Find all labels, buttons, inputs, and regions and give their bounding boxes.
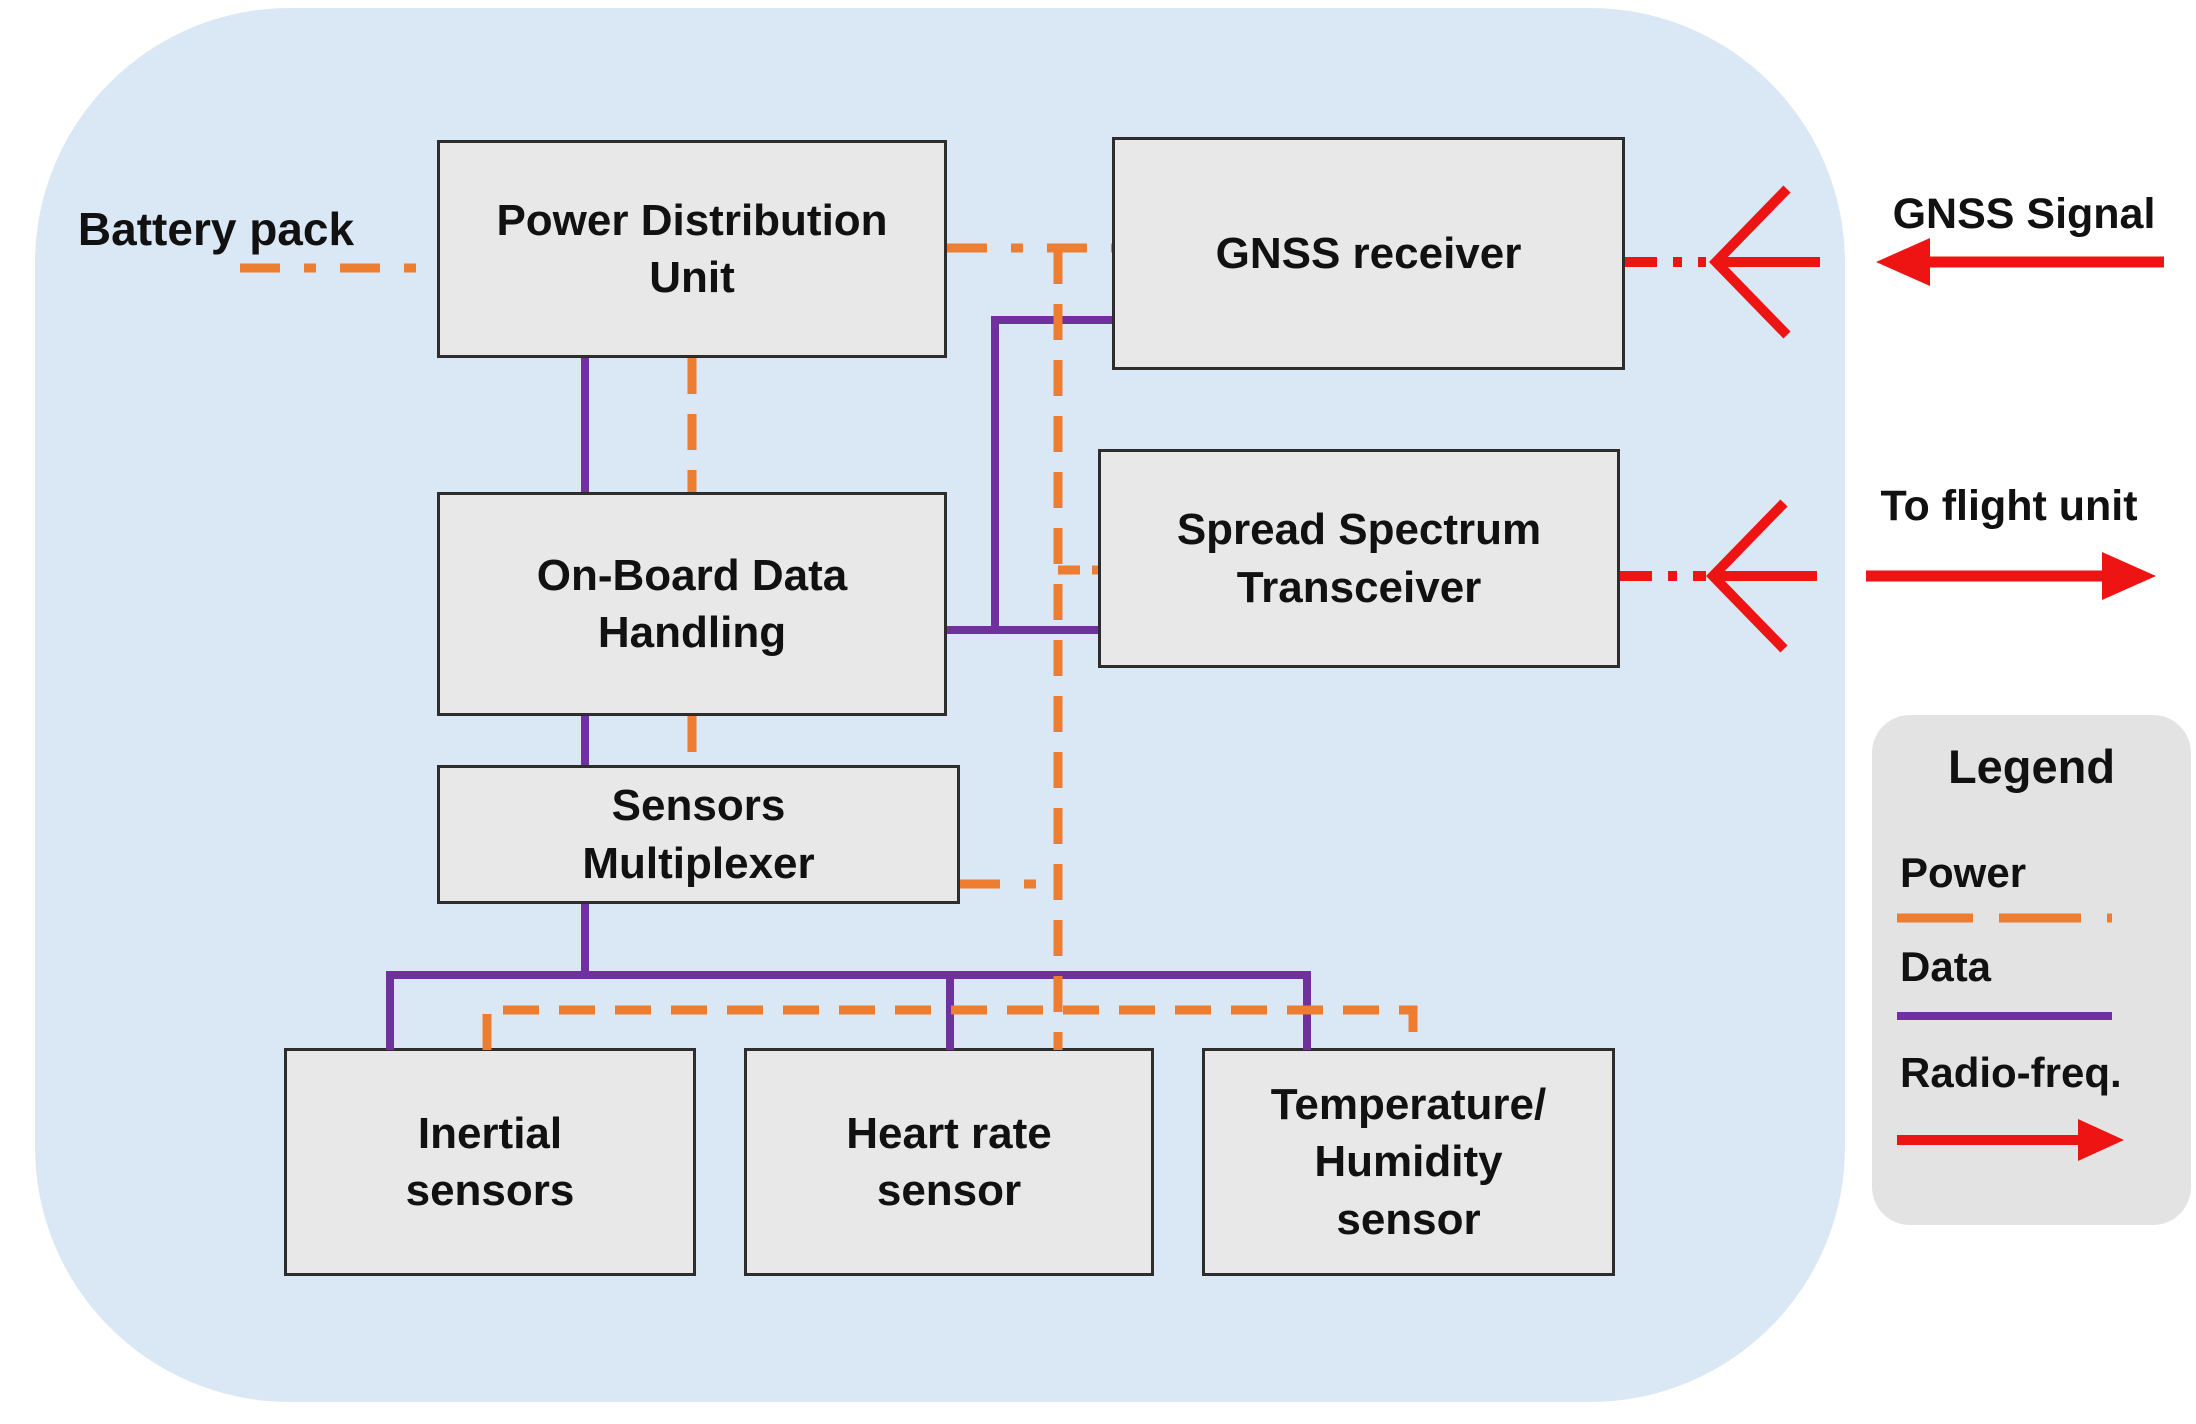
legend-radio-freq-label: Radio-freq. <box>1900 1049 2122 1096</box>
sensors-multiplexer-box: Sensors Multiplexer <box>437 765 960 904</box>
temperature-humidity-sensor-label: Temperature/ Humidity sensor <box>1270 1080 1547 1244</box>
onboard-data-handling-box: On-Board Data Handling <box>437 492 947 716</box>
inertial-sensors-box: Inertial sensors <box>284 1048 696 1276</box>
gnss-signal-label: GNSS Signal <box>1892 190 2156 238</box>
legend-title: Legend <box>1947 740 2116 793</box>
onboard-data-handling-label: On-Board Data Handling <box>536 550 848 657</box>
legend-radio-arrowhead-icon <box>2078 1119 2124 1161</box>
gnss-signal-arrowhead-icon <box>1876 238 1930 286</box>
legend-data-label: Data <box>1900 943 1992 990</box>
spread-spectrum-transceiver-box: Spread Spectrum Transceiver <box>1098 449 1620 668</box>
data-wire-obdh-to-gnss <box>991 316 1112 630</box>
legend-power-label: Power <box>1900 849 2027 896</box>
temperature-humidity-sensor-box: Temperature/ Humidity sensor <box>1202 1048 1615 1276</box>
inertial-sensors-label: Inertial sensors <box>405 1108 575 1215</box>
gnss-receiver-label: GNSS receiver <box>1215 228 1522 278</box>
heart-rate-sensor-box: Heart rate sensor <box>744 1048 1154 1276</box>
heart-rate-sensor-label: Heart rate sensor <box>846 1108 1052 1215</box>
power-distribution-unit-label: Power Distribution Unit <box>496 195 888 302</box>
battery-pack-label: Battery pack <box>77 203 355 255</box>
gnss-receiver-box: GNSS receiver <box>1112 137 1625 370</box>
power-wire-sensor-bus <box>482 1005 1418 1050</box>
to-flight-unit-label: To flight unit <box>1880 482 2138 530</box>
spread-spectrum-transceiver-label: Spread Spectrum Transceiver <box>1176 505 1542 612</box>
power-distribution-unit-box: Power Distribution Unit <box>437 140 947 358</box>
sensors-multiplexer-label: Sensors Multiplexer <box>582 781 815 888</box>
to-flight-arrowhead-icon <box>2102 552 2156 600</box>
